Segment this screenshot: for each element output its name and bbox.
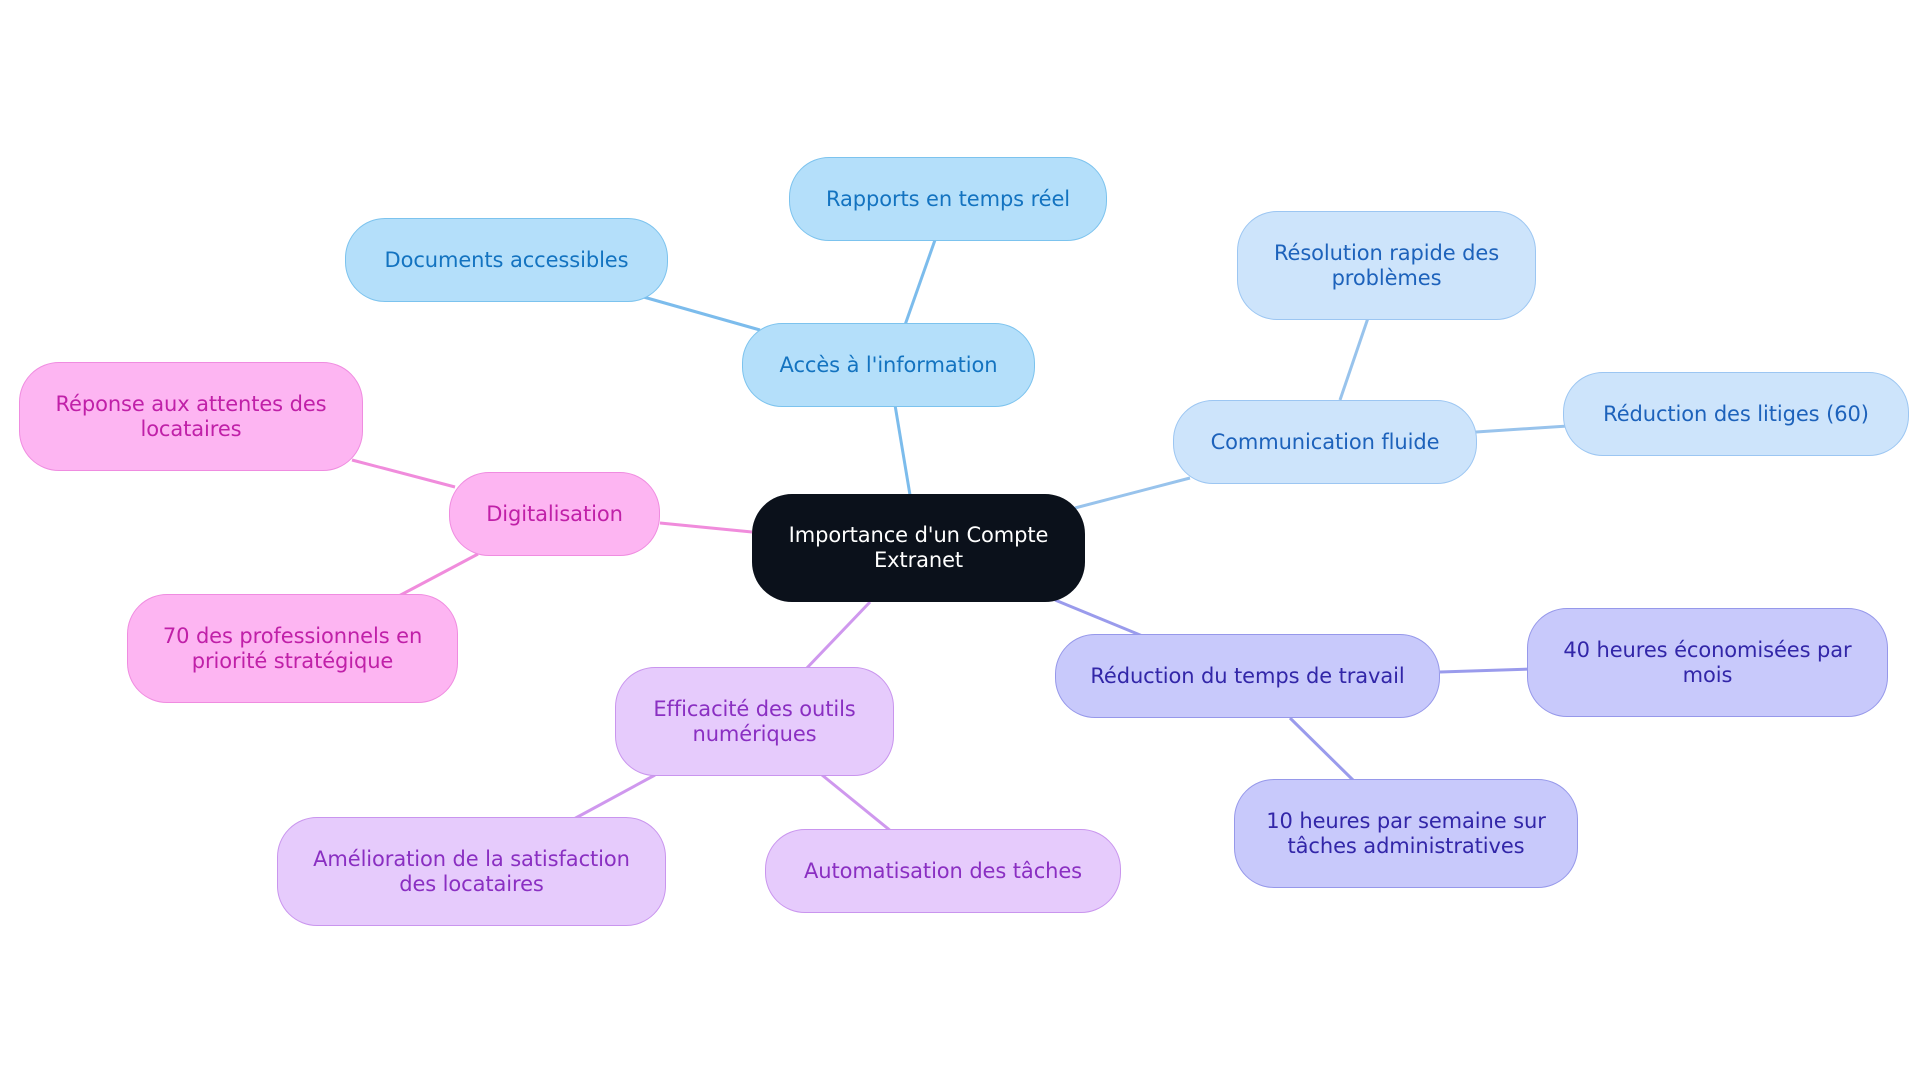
node-efficacite-outils-label: Efficacité des outils numériques [653, 696, 856, 746]
node-reduction-litiges-label: Réduction des litiges (60) [1603, 401, 1869, 426]
node-reduction-temps-travail-label: Réduction du temps de travail [1090, 663, 1405, 688]
node-rapports-temps-reel-label: Rapports en temps réel [825, 186, 1071, 211]
node-documents-accessibles-label: Documents accessibles [384, 247, 629, 272]
edge-acces-documents [639, 294, 761, 332]
node-acces-information-label: Accès à l'information [779, 352, 998, 377]
edge-communication-litiges [1475, 424, 1569, 434]
edge-efficacite-automatisation [821, 773, 893, 834]
edge-digitalisation-70 [394, 552, 479, 600]
edge-digitalisation-reponse [351, 458, 456, 489]
node-reduction-temps-travail[interactable]: Réduction du temps de travail [1055, 634, 1440, 718]
edge-root-communication [1074, 476, 1191, 510]
node-10-heures[interactable]: 10 heures par semaine sur tâches adminis… [1234, 779, 1578, 888]
node-40-heures-label: 40 heures économisées par mois [1563, 637, 1852, 687]
edge-acces-rapports [903, 239, 937, 326]
edge-efficacite-amelioration [571, 773, 656, 822]
node-resolution-rapide-label: Résolution rapide des problèmes [1273, 240, 1500, 290]
node-communication-fluide[interactable]: Communication fluide [1173, 400, 1477, 484]
node-amelioration-satisfaction[interactable]: Amélioration de la satisfaction des loca… [277, 817, 666, 926]
node-digitalisation[interactable]: Digitalisation [449, 472, 660, 556]
edge-reduction-40h [1439, 667, 1533, 674]
node-reponse-attentes[interactable]: Réponse aux attentes des locataires [19, 362, 363, 471]
node-amelioration-satisfaction-label: Amélioration de la satisfaction des loca… [313, 846, 630, 896]
node-reduction-litiges[interactable]: Réduction des litiges (60) [1563, 372, 1909, 456]
node-70-professionnels[interactable]: 70 des professionnels en priorité straté… [127, 594, 458, 703]
node-10-heures-label: 10 heures par semaine sur tâches adminis… [1266, 808, 1546, 858]
edge-reduction-10h [1288, 716, 1357, 784]
node-rapports-temps-reel[interactable]: Rapports en temps réel [789, 157, 1107, 241]
node-automatisation-taches[interactable]: Automatisation des tâches [765, 829, 1121, 913]
node-documents-accessibles[interactable]: Documents accessibles [345, 218, 668, 302]
node-automatisation-taches-label: Automatisation des tâches [803, 858, 1083, 883]
root-label: Importance d'un Compte Extranet [788, 523, 1049, 572]
node-40-heures[interactable]: 40 heures économisées par mois [1527, 608, 1888, 717]
edge-root-digitalisation [659, 521, 753, 534]
edge-root-reduction [1054, 598, 1146, 639]
edge-communication-resolution [1338, 317, 1370, 401]
node-efficacite-outils[interactable]: Efficacité des outils numériques [615, 667, 894, 776]
node-70-professionnels-label: 70 des professionnels en priorité straté… [162, 623, 423, 673]
edge-root-efficacite [803, 600, 872, 672]
node-digitalisation-label: Digitalisation [486, 501, 623, 526]
edge-root-acces [893, 404, 912, 496]
node-reponse-attentes-label: Réponse aux attentes des locataires [55, 391, 327, 441]
node-resolution-rapide[interactable]: Résolution rapide des problèmes [1237, 211, 1536, 320]
root-node[interactable]: Importance d'un Compte Extranet [752, 494, 1085, 602]
node-acces-information[interactable]: Accès à l'information [742, 323, 1035, 407]
node-communication-fluide-label: Communication fluide [1210, 429, 1440, 454]
